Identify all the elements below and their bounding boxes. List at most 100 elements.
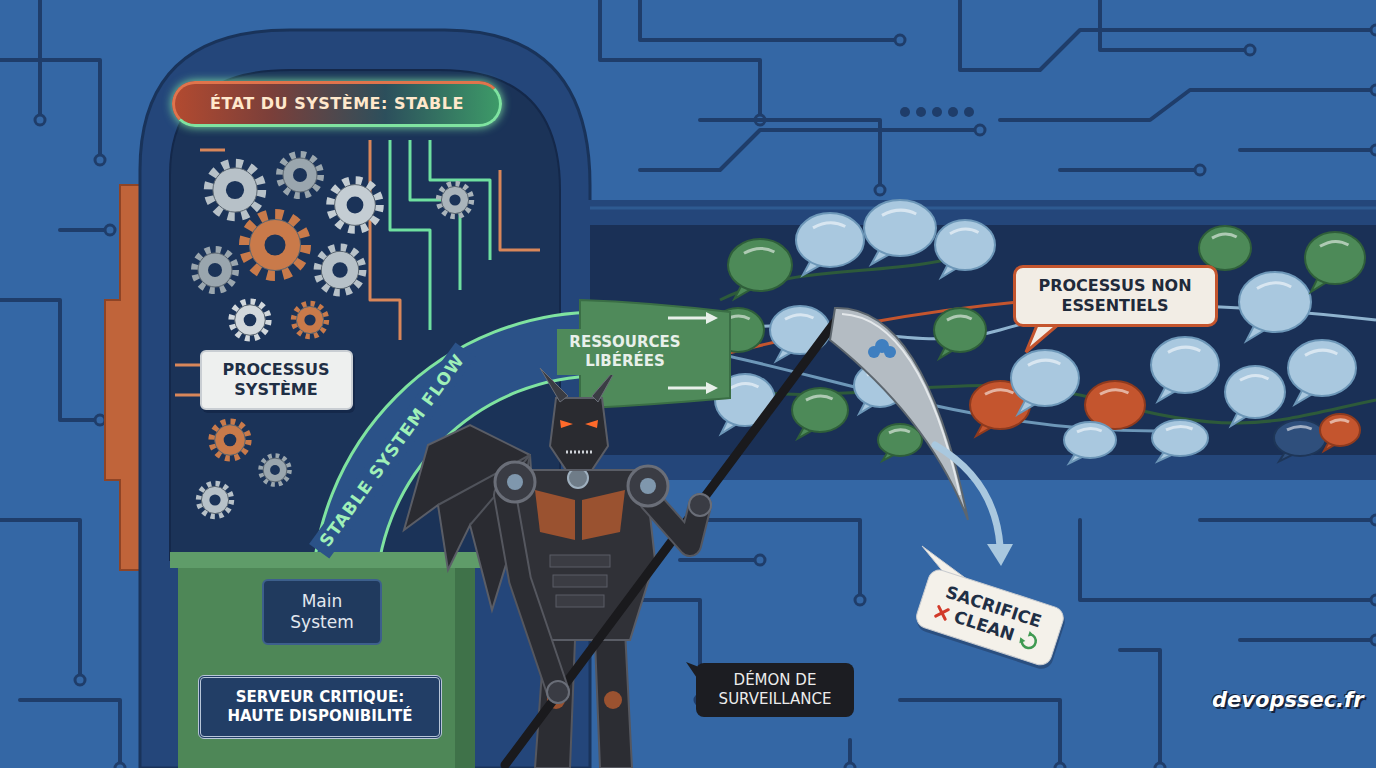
speech-bubble [792, 388, 848, 432]
gear [335, 185, 376, 226]
bubble-highlight [985, 390, 1014, 395]
recycle-head [1019, 637, 1027, 645]
circuit-trace [1000, 90, 1376, 120]
gear-hole [224, 434, 237, 447]
sacrifice-arrow-head [987, 544, 1013, 566]
bubble-highlight [1168, 347, 1200, 352]
demon-head [550, 398, 608, 470]
gear-hole [265, 235, 286, 256]
circuit-pad [1371, 85, 1376, 95]
bubble-highlight [950, 229, 979, 234]
machine-wire [500, 170, 540, 250]
cross-icon [933, 603, 951, 621]
speech-bubble [1305, 232, 1365, 284]
knee-plate [604, 691, 622, 709]
shoulder-joint [628, 466, 668, 506]
gear-hole [304, 314, 315, 325]
circuit-pad [1371, 595, 1376, 605]
bubble-highlight [1212, 234, 1237, 238]
circuit-trace [900, 700, 1060, 768]
flow-arrow-head [706, 312, 718, 324]
flow-arrow [668, 317, 708, 320]
machine-interior [170, 70, 560, 560]
speech-bubble [1152, 420, 1208, 456]
cross-stroke [936, 606, 949, 619]
gear-teeth [195, 250, 235, 290]
bubble-highlight [806, 396, 833, 400]
flow-arrow [668, 387, 708, 390]
demon-teeth [566, 451, 592, 454]
bubble-highlight [1305, 350, 1337, 355]
shoulder-joint [495, 462, 535, 502]
gear-teeth [245, 215, 305, 275]
node-text: SERVEUR CRITIQUE: HAUTE DISPONIBILITÉ [215, 688, 425, 726]
gear [441, 186, 468, 213]
gear-teeth [294, 304, 326, 336]
shoulder-core [507, 474, 523, 490]
bubble-highlight [1330, 420, 1349, 423]
circuit-trace [20, 700, 120, 768]
gear [283, 158, 317, 192]
sacrifice-arrow [935, 445, 1000, 546]
bubble-highlight [1028, 360, 1060, 365]
gear-hole [293, 168, 307, 182]
gear [263, 458, 287, 482]
abdomen-plate [550, 555, 610, 567]
demon-leg [595, 630, 632, 768]
circuit-pad [1055, 763, 1065, 768]
node-text: Main System [282, 591, 362, 634]
speech-bubble [1011, 350, 1079, 406]
machine-wire [370, 140, 400, 340]
flow-arrow-head [706, 382, 718, 394]
circuit-trace [1080, 520, 1376, 600]
demon-arm-edge [505, 495, 558, 692]
circuit-dot [948, 107, 958, 117]
callout-box: PROCESSUS NON ESSENTIELS [1013, 265, 1218, 327]
cabinet-shade [455, 568, 475, 768]
blade-edge [842, 314, 960, 495]
bubble-highlight [1257, 283, 1291, 289]
demon-eye [585, 420, 598, 428]
machine-housing [140, 30, 590, 768]
cloud-icon [884, 346, 896, 358]
node-text: RESSOURCES LIBÉRÉES [563, 333, 688, 371]
gear [250, 220, 301, 271]
callout-box: DÉMON DE SURVEILLANCE [696, 663, 854, 717]
speech-bubble [878, 424, 922, 456]
speech-bubble [934, 308, 986, 352]
gear-hole [209, 494, 220, 505]
bubble-highlight [947, 316, 972, 320]
speech-bubble [1199, 226, 1251, 270]
circuit-pad [975, 125, 985, 135]
speech-bubble [1151, 337, 1219, 393]
circuit-dot [964, 107, 974, 117]
bubble-highlight [889, 430, 910, 433]
gear-teeth [209, 164, 261, 216]
band-label: RESSOURCES LIBÉRÉES [557, 329, 694, 375]
scythe-blade [830, 308, 968, 520]
abdomen-plate [553, 575, 607, 587]
speech-bubble [1225, 366, 1285, 418]
bubble-highlight [1320, 241, 1349, 246]
speech-bubble [1064, 422, 1116, 458]
circuit-trace [0, 300, 100, 420]
circuit-trace [960, 0, 1376, 70]
recycle-head [1028, 630, 1035, 637]
bubble-highlight [730, 383, 759, 388]
circuit-pad [895, 35, 905, 45]
gear [213, 168, 257, 212]
circuit-pad [95, 415, 105, 425]
node-text: PROCESSUS NON ESSENTIELS [1028, 276, 1203, 316]
circuit-trace [1120, 650, 1160, 768]
circuit-pad [1371, 25, 1376, 35]
status-gauge: ÉTAT DU SYSTÈME: STABLE [172, 81, 502, 127]
system-label: Main System [262, 579, 382, 646]
circuit-trace [1240, 148, 1376, 152]
circuit-pad [115, 763, 125, 768]
speech-bubble [728, 239, 792, 291]
bubble-highlight [785, 315, 814, 320]
circuit-pad [75, 675, 85, 685]
demon-eye [560, 420, 573, 428]
